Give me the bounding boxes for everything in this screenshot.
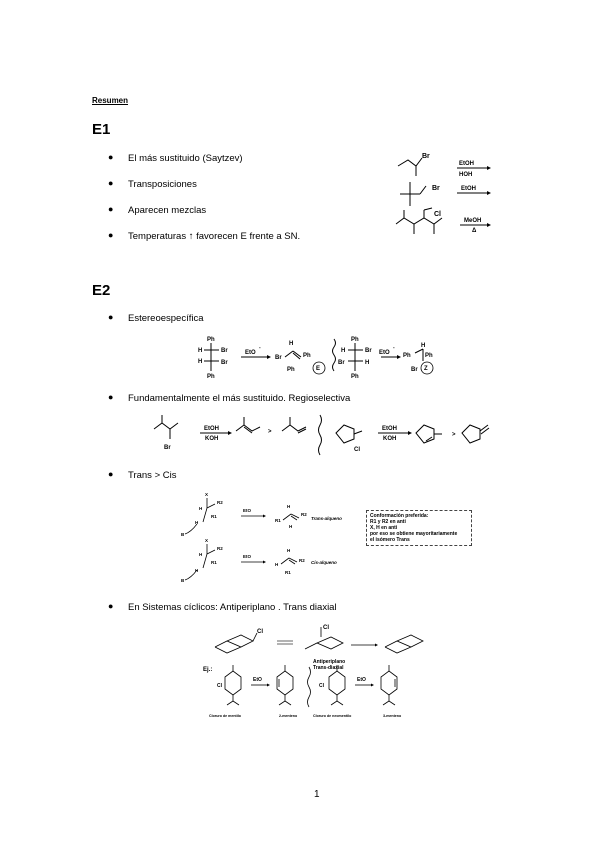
svg-text:X: X [205,492,208,497]
r2-group: Br [432,185,440,192]
svg-text:H: H [421,343,425,349]
conformation-note: Conformación preferida: R1 y R2 en anti … [366,510,472,546]
svg-text:>: > [452,432,456,438]
section-title-e1: E1 [92,121,111,138]
svg-text:R1: R1 [275,518,281,523]
svg-text:R2: R2 [217,546,223,551]
svg-text:Cl: Cl [257,629,263,635]
svg-text:Antiperiplano: Antiperiplano [313,659,345,665]
svg-text:H: H [198,359,202,365]
cyclic-scheme: Cl Cl Antiperiplano Trans-diaxial Ej.: C… [203,625,424,718]
svg-text:-: - [259,345,261,351]
svg-text:H: H [198,348,202,354]
iso-e-label: E [316,366,320,372]
e1-reaction-scheme: Br EtOH HOH Br EtOH Cl MeOH Δ [395,153,491,234]
svg-text:Br: Br [221,360,228,366]
svg-text:Ph: Ph [351,374,359,380]
svg-text:H: H [195,520,198,525]
svg-text:Trans-diaxial: Trans-diaxial [313,665,344,671]
svg-text:H: H [199,552,202,557]
svg-text:KOH: KOH [205,436,218,442]
svg-text:EtOH: EtOH [204,426,219,432]
svg-text:EtO: EtO [243,508,252,513]
svg-text:B: B [181,532,185,537]
svg-text:Ph: Ph [287,367,295,373]
r1-group: Br [422,153,430,160]
svg-text:Ph: Ph [207,374,215,380]
svg-text:X: X [205,538,208,543]
r1-reagent-above: EtOH [459,161,474,167]
svg-text:Ph: Ph [303,353,311,359]
svg-text:Br: Br [275,355,282,361]
svg-text:Ph: Ph [425,353,433,359]
e2-bullet-3: ●Trans > Cis [108,469,177,481]
svg-text:EtO: EtO [357,677,366,683]
e1-bullet-2: ●Transposiciones [108,178,197,190]
svg-text:>: > [268,429,272,435]
svg-text:Ph: Ph [403,353,411,359]
r1-reagent-below: HOH [459,172,472,178]
svg-text:-: - [393,345,395,351]
label-chloride-1: Cloruro de mentilo [209,714,242,718]
svg-text:R2: R2 [299,558,305,563]
svg-text:Br: Br [338,360,345,366]
e2-bullet-1: ●Estereoespecífica [108,312,204,324]
r2-reagent-above: EtOH [461,186,476,192]
label-product-1: 2-menteno [279,714,298,718]
section-title-e2: E2 [92,282,111,299]
svg-text:Cl: Cl [354,447,360,453]
svg-text:H: H [341,348,345,354]
trans-cis-scheme: X H R2 R1 H B EtO R1 H R2 H Trans-alquen… [181,492,342,583]
svg-text:R2: R2 [217,500,223,505]
r3-group: Cl [434,211,441,218]
svg-text:H: H [275,562,278,567]
page-number: 1 [314,789,320,800]
e1-bullet-1: ●El más sustituido (Saytzev) [108,152,243,164]
svg-text:H: H [289,341,293,347]
svg-text:Ej.:: Ej.: [203,667,212,673]
svg-text:Br: Br [164,445,171,451]
svg-text:H: H [287,504,290,509]
svg-text:EtO: EtO [253,677,262,683]
r3-reagent-above: MeOH [464,218,481,224]
svg-text:H: H [287,548,290,553]
svg-text:R2: R2 [301,512,307,517]
label-chloride-2: Cloruro de neomentilo [313,714,352,718]
svg-text:Cl: Cl [323,625,329,631]
e2-bullet-2: ●Fundamentalmente el más sustituido. Reg… [108,392,351,404]
e2-bullet-4: ●En Sistemas cíclicos: Antiperiplano . T… [108,601,337,613]
stereospecific-scheme: Ph H Br H Br Ph EtO - Br H Ph Ph E Ph H … [198,337,434,380]
svg-text:EtOH: EtOH [382,426,397,432]
svg-text:H: H [365,360,369,366]
svg-text:B: B [181,578,185,583]
summary-heading: Resumen [92,96,129,105]
svg-text:KOH: KOH [383,436,396,442]
svg-text:EtO: EtO [243,554,252,559]
svg-text:EtO: EtO [245,350,256,356]
e1-bullet-4: ●Temperaturas ↑ favorecen E frente a SN. [108,230,301,242]
e1-bullet-3: ●Aparecen mezclas [108,204,207,216]
svg-text:R1: R1 [285,570,291,575]
svg-text:Ph: Ph [351,337,359,343]
svg-text:H: H [289,524,292,529]
svg-text:Cl: Cl [217,683,223,689]
svg-text:Br: Br [221,348,228,354]
trans-alkene-label: Trans-alqueno [311,516,342,521]
svg-text:H: H [199,506,202,511]
svg-text:EtO: EtO [379,350,390,356]
svg-text:Br: Br [365,348,372,354]
svg-text:R1: R1 [211,514,217,519]
svg-text:Ph: Ph [207,337,215,343]
svg-text:Cl: Cl [319,683,325,689]
svg-text:Br: Br [411,367,418,373]
regioselective-scheme: Br EtOH KOH > Cl EtOH KOH > [153,414,490,456]
cis-alkene-label: Cis-alqueno [311,560,337,565]
svg-text:R1: R1 [211,560,217,565]
iso-z-label: Z [424,366,428,372]
label-product-2: 3-menteno [383,714,402,718]
r3-reagent-below: Δ [472,228,477,234]
